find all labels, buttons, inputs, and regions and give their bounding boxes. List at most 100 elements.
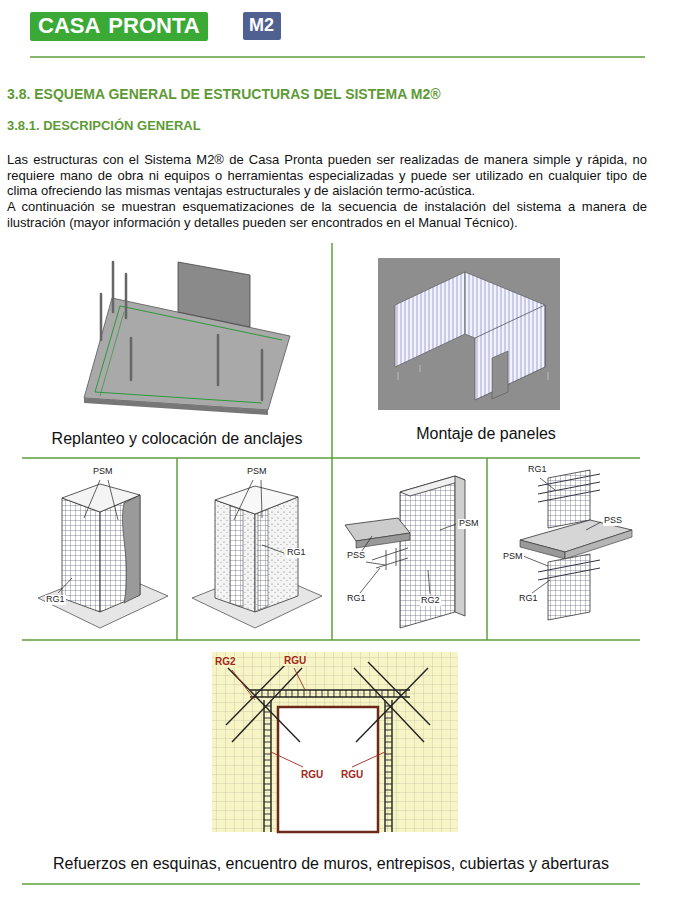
- leader-lines-part: [234, 480, 253, 520]
- corner-panel-drawing-part: [122, 495, 140, 603]
- rule-lines-part: [22, 639, 640, 641]
- slab-wall-joint-drawing-part-part: [386, 550, 387, 570]
- leader-lines-red-part: [352, 752, 385, 767]
- corner-panel-drawing-part: [100, 495, 140, 612]
- slab-anchors-drawing-part-part: [130, 338, 133, 380]
- leader-lines-part: [440, 524, 456, 530]
- slab-roof-joint-drawing-part: [538, 560, 600, 580]
- panel-assembly-drawing-part: [492, 351, 508, 399]
- leader-lines-part: [586, 522, 601, 530]
- leader-lines-part: [532, 580, 550, 593]
- figure-caption: Replanteo y colocación de anclajes: [22, 430, 332, 448]
- logo-badge: M2: [243, 12, 281, 40]
- slab-anchors-drawing-part: [95, 306, 282, 392]
- callout-label: PSM: [502, 552, 524, 562]
- slab-roof-joint-drawing-part: [538, 474, 600, 502]
- callout-label: RGU: [300, 769, 324, 780]
- opening-reinforcement-drawing-part: [278, 707, 378, 832]
- logo-text: CASA: [38, 14, 100, 38]
- slab-wall-joint-drawing-part-part: [396, 548, 397, 566]
- callout-label: RG1: [45, 595, 66, 605]
- opening-reinforcement-drawing-part: [226, 662, 430, 832]
- leader-lines: [58, 478, 601, 594]
- leader-lines-part: [262, 545, 284, 553]
- callout-label: PSS: [603, 516, 623, 526]
- opening-reinforcement-drawing-part-part: [354, 668, 424, 742]
- slab-anchors-drawing-part-part: [261, 350, 264, 400]
- plastered-corner-drawing-part: [215, 486, 298, 514]
- slab-anchors-drawing-part: [95, 392, 262, 403]
- opening-reinforcement-drawing-part-part: [232, 668, 302, 742]
- leader-lines-red-part: [232, 670, 255, 700]
- corner-panel-drawing: [38, 484, 168, 628]
- rule-lines-part: [331, 458, 333, 640]
- leader-lines-part: [523, 556, 548, 566]
- callout-label: RG2: [214, 656, 237, 667]
- callout-label: PSS: [346, 551, 366, 561]
- leader-lines-part: [360, 568, 380, 593]
- leader-lines-red: [232, 668, 385, 767]
- leader-lines-part: [428, 570, 430, 594]
- leader-lines-part: [84, 480, 100, 518]
- rule-lines-part: [331, 243, 333, 458]
- leader-lines-part: [108, 480, 118, 520]
- slab-wall-joint-drawing-part: [356, 533, 410, 548]
- callout-label: RG1: [518, 594, 539, 604]
- opening-reinforcement-drawing-part: [256, 690, 406, 826]
- slab-roof-joint-drawing-part-part: [538, 568, 600, 580]
- slab-anchors-drawing-part-part: [125, 274, 128, 318]
- plastered-corner-drawing-part: [258, 509, 268, 610]
- callout-label: PSM: [246, 467, 268, 477]
- slab-roof-joint-drawing-part-part: [538, 490, 600, 502]
- figure-caption: Refuerzos en esquinas, encuentro de muro…: [22, 855, 640, 873]
- leader-lines-part: [261, 480, 262, 518]
- callout-label: RGU: [340, 769, 364, 780]
- opening-reinforcement-drawing: [212, 652, 458, 832]
- rule-lines-part: [176, 458, 178, 640]
- slab-roof-joint-drawing-part: [520, 540, 565, 559]
- slab-roof-joint-drawing-part: [565, 530, 632, 559]
- leader-lines-part: [58, 578, 72, 593]
- slab-anchors-drawing-part: [84, 398, 268, 415]
- opening-reinforcement-drawing-part-part: [228, 668, 300, 742]
- body-paragraph: Las estructuras con el Sistema M2® de Ca…: [7, 152, 647, 199]
- callout-label: PSM: [92, 467, 114, 477]
- corner-panel-drawing-part: [62, 498, 100, 612]
- slab-wall-joint-drawing-part-part: [376, 558, 408, 568]
- logo-text: M2: [249, 16, 274, 36]
- callout-label: RG2: [420, 596, 441, 606]
- leader-lines-part: [366, 562, 385, 565]
- callout-label: RG1: [346, 594, 367, 604]
- plastered-corner-drawing: [192, 486, 322, 628]
- panel-assembly-drawing-part: [378, 258, 560, 410]
- slab-wall-joint-drawing-part-part: [372, 548, 408, 560]
- callout-label: RG1: [286, 548, 307, 558]
- panel-assembly-drawing: [378, 258, 560, 410]
- opening-reinforcement-drawing-part: [212, 652, 458, 832]
- panel-assembly-drawing-part-part: [420, 365, 421, 372]
- panel-assembly-drawing-part: [475, 305, 545, 400]
- plastered-corner-drawing-part: [215, 500, 255, 612]
- leader-lines-part: [540, 478, 555, 490]
- slab-anchors-drawing: [84, 262, 290, 415]
- leader-lines-part: [362, 536, 372, 551]
- body-paragraph: A continuación se muestran esquematizaci…: [7, 199, 647, 230]
- slab-anchors-drawing-part: [100, 312, 124, 396]
- rule-lines-part: [22, 883, 640, 885]
- rule-lines-part: [30, 56, 645, 58]
- leader-lines-red-part: [271, 752, 303, 767]
- section-title: 3.8. ESQUEMA GENERAL DE ESTRUCTURAS DEL …: [7, 86, 647, 102]
- slab-wall-joint-drawing-part: [455, 476, 465, 616]
- slab-wall-joint-drawing: [345, 476, 465, 628]
- slab-wall-joint-drawing-part: [372, 548, 408, 570]
- panel-assembly-drawing-part: [395, 272, 465, 367]
- slab-anchors-drawing-part-part: [100, 294, 103, 340]
- opening-reinforcement-drawing-part-part: [356, 668, 428, 742]
- callout-label: RG1: [527, 465, 548, 475]
- subsection-title: 3.8.1. DESCRIPCIÓN GENERAL: [7, 119, 647, 134]
- panel-assembly-drawing-part: [398, 365, 548, 380]
- leader-lines-red-part: [294, 668, 305, 690]
- panel-assembly-drawing-part-part: [548, 372, 549, 380]
